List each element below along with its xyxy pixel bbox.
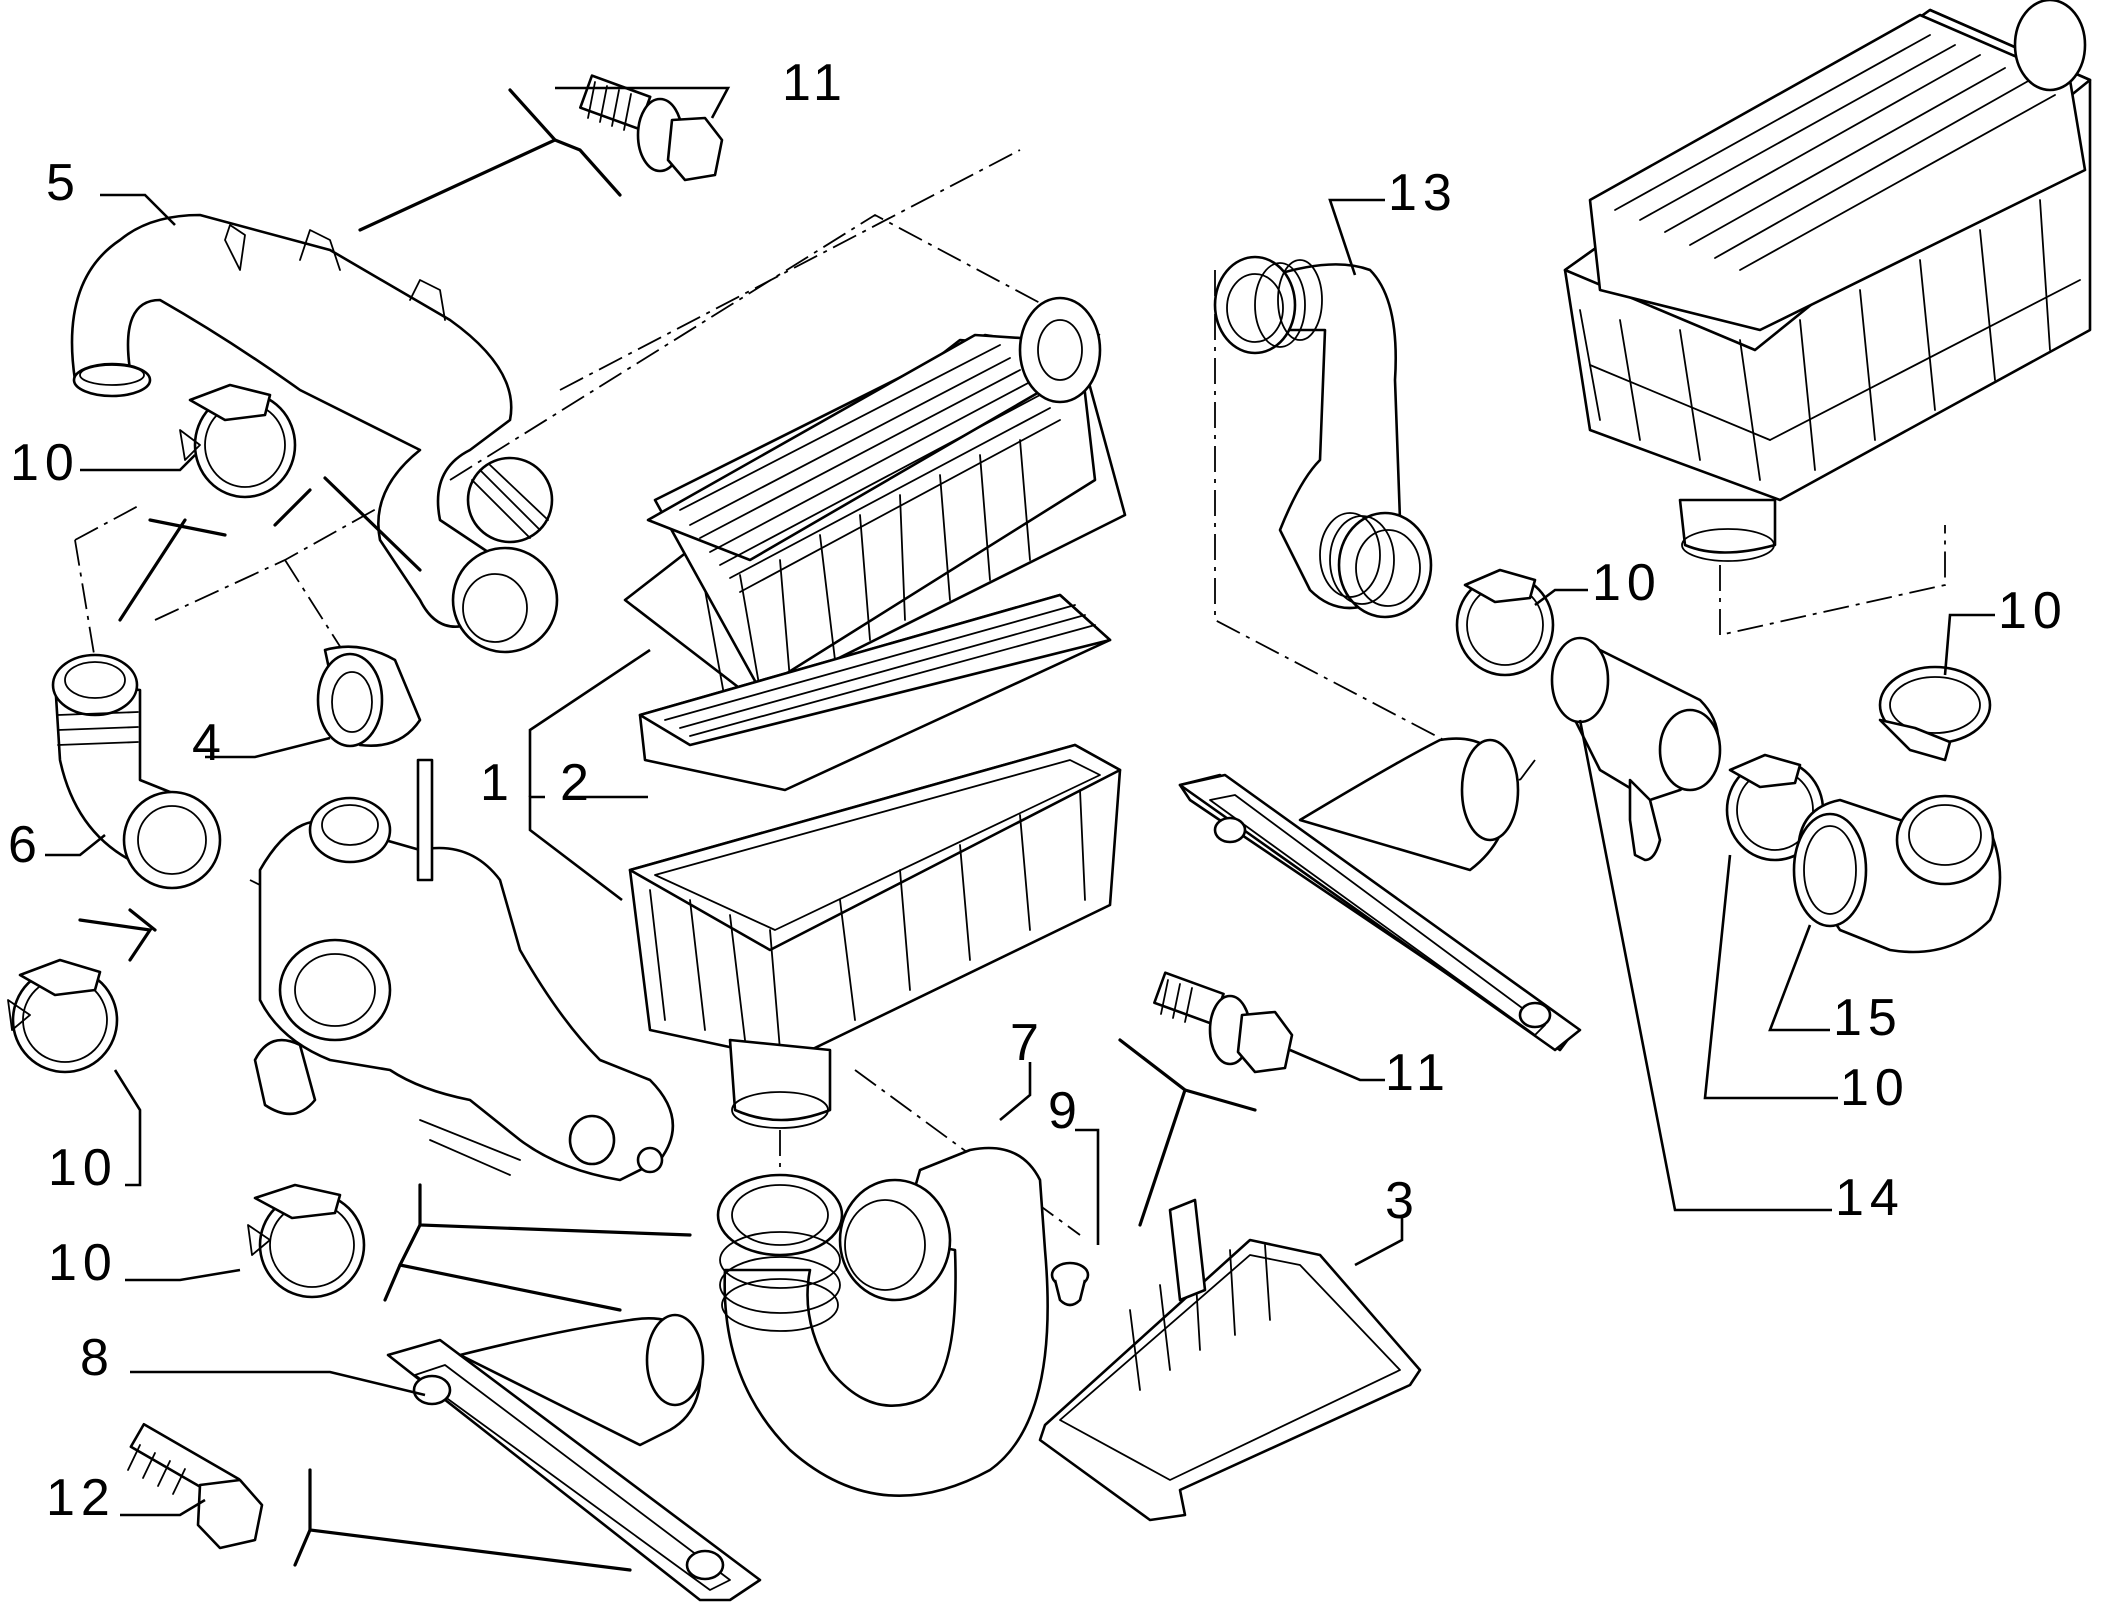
air-filter-housing-base bbox=[628, 743, 1122, 1129]
upper-intake-duct bbox=[70, 213, 559, 654]
left-elbow-hose bbox=[51, 653, 222, 890]
callout-1: 5 bbox=[46, 154, 81, 212]
callout-3: 3 bbox=[1385, 1172, 1420, 1230]
callout-15: 15 bbox=[1833, 989, 1903, 1047]
hose-clamp-far-right bbox=[1878, 665, 1992, 762]
upper-right-hose bbox=[1213, 255, 1433, 619]
section-markers bbox=[78, 88, 1257, 1572]
callout-12: 12 bbox=[46, 1469, 116, 1527]
hose-clamp-left-middle bbox=[7, 958, 119, 1074]
hose-clamp-center-right bbox=[1455, 568, 1555, 677]
mounting-bracket bbox=[1038, 1198, 1422, 1522]
callout-10: 10 bbox=[1840, 1059, 1910, 1117]
callout-1: 1 bbox=[480, 754, 515, 812]
callout-4: 4 bbox=[192, 714, 227, 772]
leader-lines bbox=[45, 86, 1995, 1517]
hose-clamp-top-left bbox=[179, 383, 297, 499]
turbocharger-manifold bbox=[253, 758, 675, 1182]
air-mass-sensor bbox=[1550, 636, 1722, 862]
callout-7: 7 bbox=[1010, 1014, 1045, 1072]
callout-9: 9 bbox=[1048, 1082, 1083, 1140]
air-filter-element bbox=[638, 593, 1112, 792]
callout-11: 11 bbox=[1385, 1044, 1451, 1102]
air-filter-housing-cover bbox=[623, 296, 1127, 702]
right-inlet-duct bbox=[1178, 737, 1582, 1052]
callout-10: 10 bbox=[1998, 582, 2068, 640]
callout-10: 10 bbox=[48, 1139, 118, 1197]
right-elbow-hose bbox=[1792, 794, 2002, 954]
callout-labels: 5 10 4 6 10 10 8 12 11 1 2 7 9 11 3 13 1… bbox=[8, 54, 2068, 1527]
callout-10: 10 bbox=[10, 434, 80, 492]
bolt-top bbox=[579, 74, 724, 182]
hose-clamp-bottom-left bbox=[247, 1183, 366, 1299]
callout-2: 2 bbox=[560, 754, 595, 812]
assembly-center-lines bbox=[74, 149, 1946, 1240]
callout-6: 6 bbox=[8, 816, 43, 874]
intake-s-hose bbox=[716, 1146, 1049, 1498]
rubber-grommet bbox=[1050, 1261, 1090, 1307]
bolt-middle-right bbox=[1153, 971, 1294, 1074]
air-filter-assembly-top-right bbox=[1563, 0, 2092, 562]
callout-13: 13 bbox=[1388, 164, 1458, 222]
callout-14: 14 bbox=[1835, 1169, 1905, 1227]
callout-10: 10 bbox=[48, 1234, 118, 1292]
callout-10: 10 bbox=[1592, 554, 1662, 612]
rubber-sleeve bbox=[316, 645, 422, 748]
bolt-bottom-left bbox=[127, 1422, 264, 1550]
callout-8: 8 bbox=[80, 1329, 115, 1387]
callout-11: 11 bbox=[782, 54, 848, 112]
lower-inlet-duct bbox=[386, 1313, 762, 1602]
